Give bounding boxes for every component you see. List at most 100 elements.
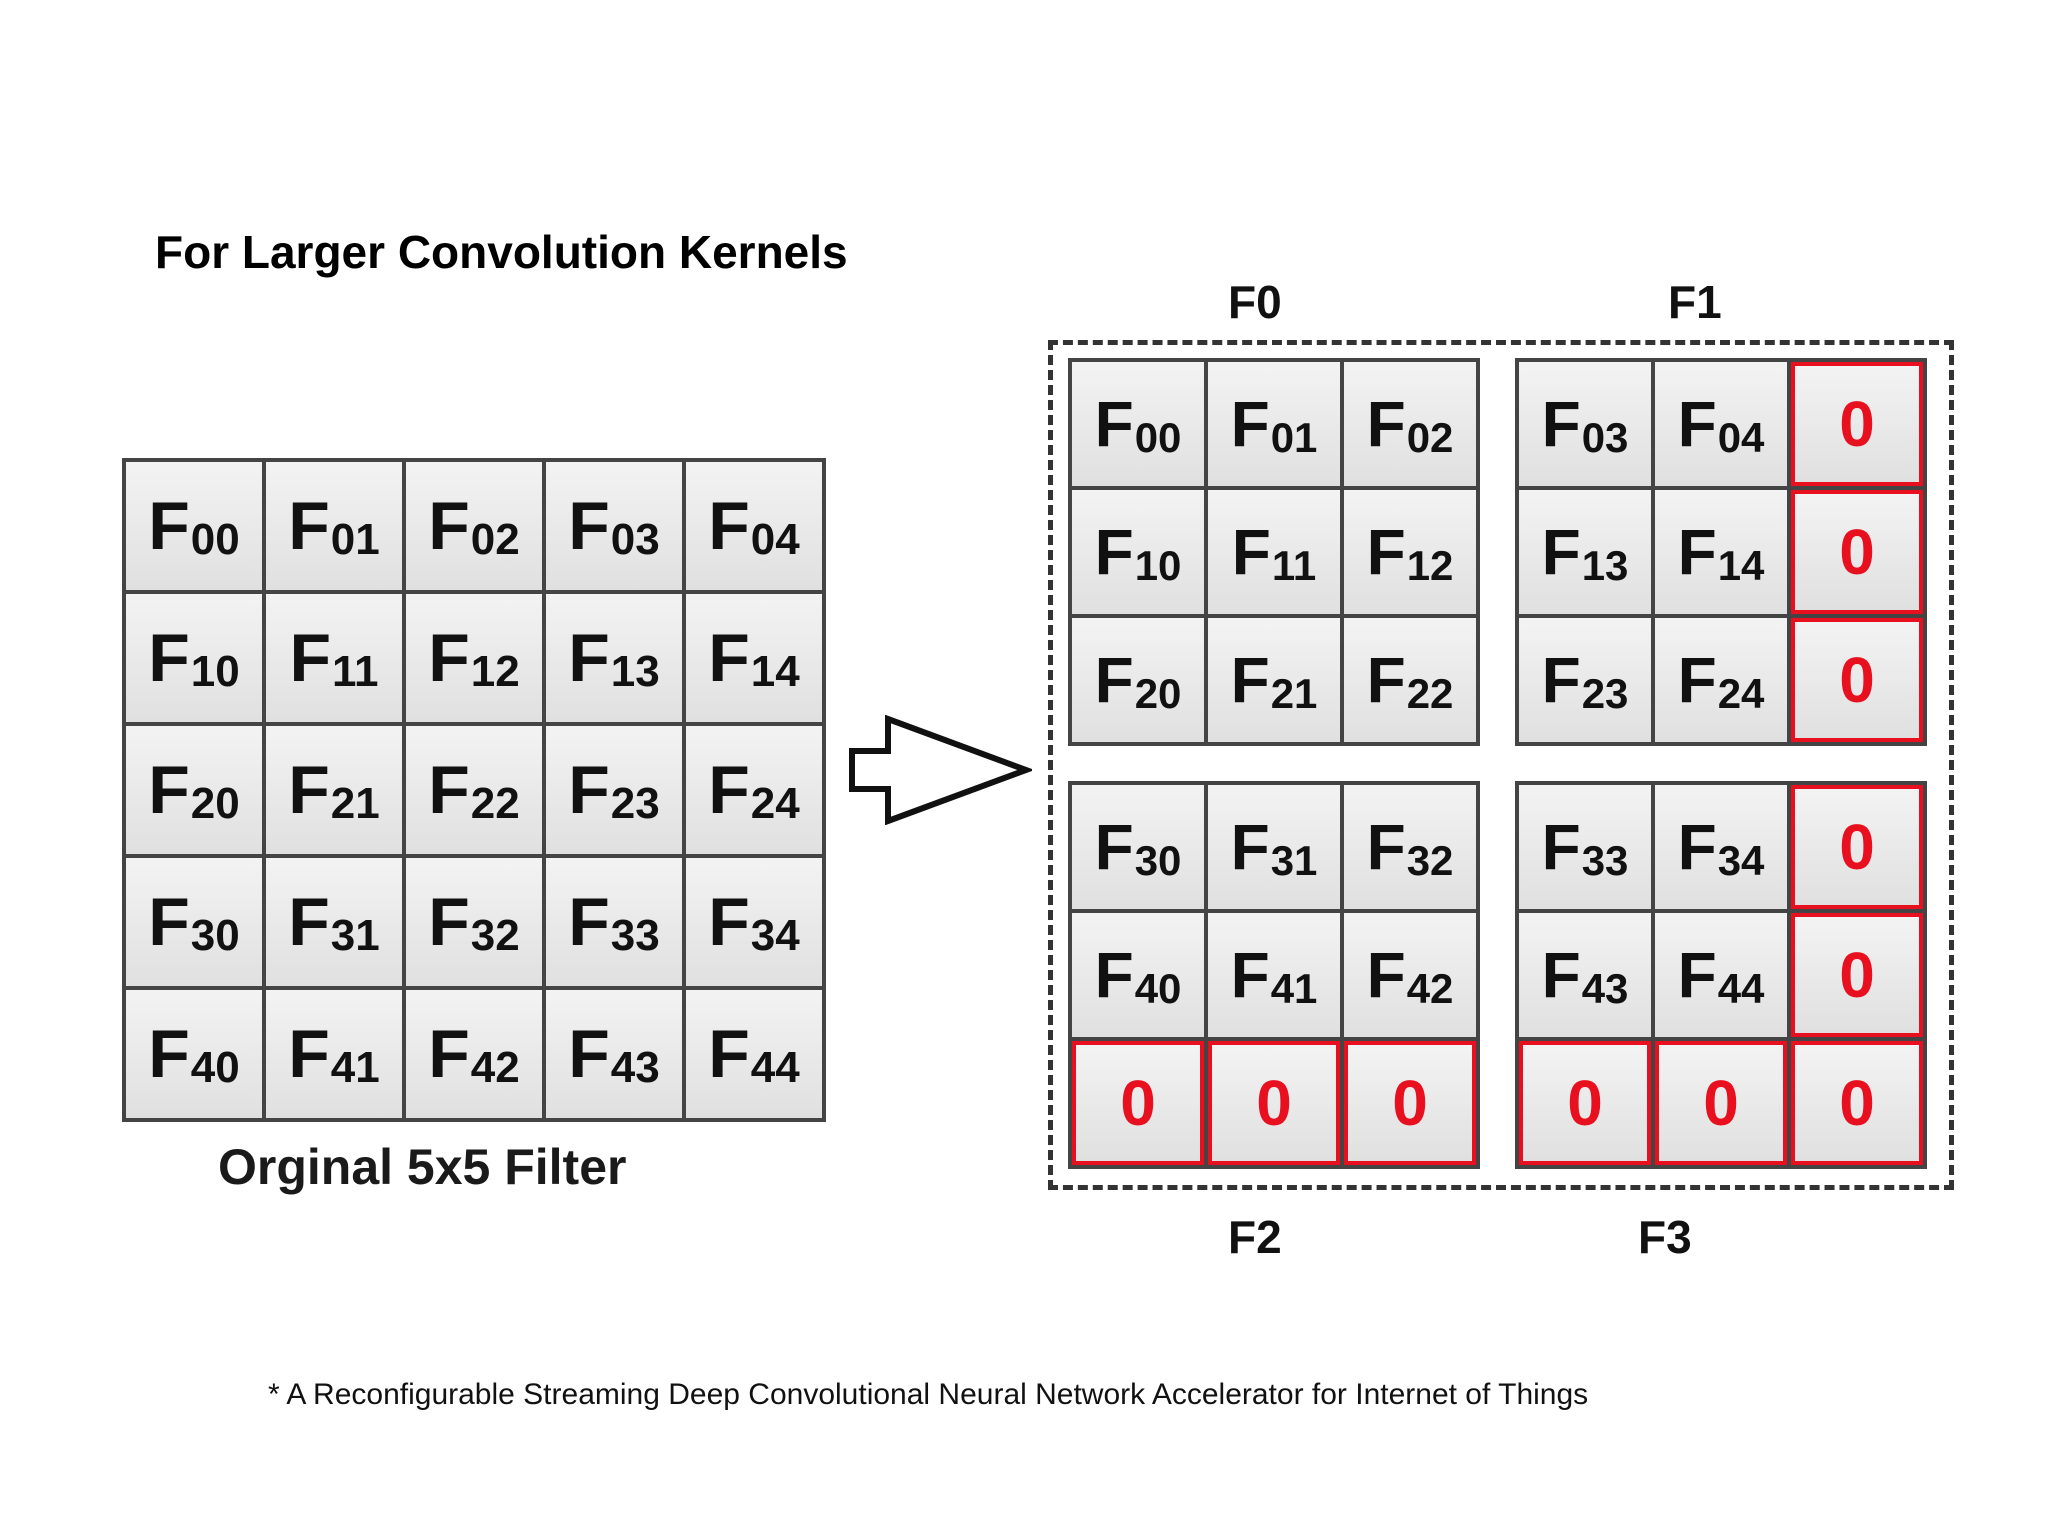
weight-index: 12 bbox=[1406, 542, 1454, 589]
weight-index: 04 bbox=[1717, 414, 1765, 461]
weight-index: 43 bbox=[610, 1043, 660, 1092]
weight-letter: F bbox=[1094, 644, 1134, 716]
weight-letter: F bbox=[1677, 644, 1717, 716]
weight-letter: F bbox=[1094, 388, 1134, 460]
weight-index: 40 bbox=[1134, 965, 1182, 1012]
weight-letter: F bbox=[1366, 939, 1406, 1011]
weight-index: 24 bbox=[750, 779, 800, 828]
zero-padding-cell: 0 bbox=[1791, 490, 1923, 614]
weight-index: 20 bbox=[190, 779, 240, 828]
weight-index: 00 bbox=[190, 515, 240, 564]
weight-index: 21 bbox=[330, 779, 380, 828]
weight-letter: F bbox=[428, 1016, 470, 1092]
weight-letter: F bbox=[428, 752, 470, 828]
weight-letter: F bbox=[1230, 939, 1270, 1011]
transform-arrow-icon bbox=[849, 715, 1032, 825]
weight-index: 41 bbox=[330, 1043, 380, 1092]
zero-padding-cell: 0 bbox=[1791, 362, 1923, 486]
zero-value: 0 bbox=[1839, 1067, 1875, 1139]
weight-letter: F bbox=[1541, 939, 1581, 1011]
zero-padding-cell: 0 bbox=[1791, 785, 1923, 909]
zero-padding-cell: 0 bbox=[1791, 618, 1923, 742]
weight-index: 02 bbox=[1406, 414, 1454, 461]
weight-index: 44 bbox=[1717, 965, 1765, 1012]
weight-letter: F bbox=[568, 620, 610, 696]
weight-index: 33 bbox=[610, 911, 660, 960]
zero-value: 0 bbox=[1839, 644, 1875, 716]
weight-letter: F bbox=[1677, 939, 1717, 1011]
zero-value: 0 bbox=[1839, 516, 1875, 588]
zero-value: 0 bbox=[1120, 1067, 1156, 1139]
weight-index: 40 bbox=[190, 1043, 240, 1092]
weight-letter: F bbox=[148, 620, 190, 696]
weight-letter: F bbox=[708, 752, 750, 828]
zero-padding-cell: 0 bbox=[1655, 1041, 1787, 1165]
weight-letter: F bbox=[568, 1016, 610, 1092]
weight-letter: F bbox=[1677, 516, 1717, 588]
weight-index: 43 bbox=[1581, 965, 1629, 1012]
weight-letter: F bbox=[148, 752, 190, 828]
zero-value: 0 bbox=[1256, 1067, 1292, 1139]
weight-letter: F bbox=[1677, 388, 1717, 460]
zero-value: 0 bbox=[1839, 939, 1875, 1011]
weight-letter: F bbox=[1094, 811, 1134, 883]
weight-letter: F bbox=[708, 884, 750, 960]
weight-index: 11 bbox=[332, 647, 379, 696]
weight-index: 21 bbox=[1270, 670, 1318, 717]
weight-letter: F bbox=[428, 488, 470, 564]
weight-letter: F bbox=[1230, 644, 1270, 716]
weight-letter: F bbox=[428, 884, 470, 960]
weight-letter: F bbox=[288, 1016, 330, 1092]
weight-index: 31 bbox=[330, 911, 380, 960]
weight-letter: F bbox=[568, 884, 610, 960]
zero-value: 0 bbox=[1839, 811, 1875, 883]
zero-value: 0 bbox=[1392, 1067, 1428, 1139]
weight-letter: F bbox=[1366, 644, 1406, 716]
weight-index: 10 bbox=[190, 647, 240, 696]
zero-padding-cell: 0 bbox=[1791, 913, 1923, 1037]
zero-value: 0 bbox=[1839, 388, 1875, 460]
weight-index: 34 bbox=[750, 911, 800, 960]
weight-index: 33 bbox=[1581, 837, 1629, 884]
weight-index: 02 bbox=[470, 515, 520, 564]
weight-index: 01 bbox=[1270, 414, 1318, 461]
weight-letter: F bbox=[1366, 388, 1406, 460]
weight-letter: F bbox=[148, 488, 190, 564]
weight-index: 22 bbox=[1406, 670, 1454, 717]
weight-letter: F bbox=[148, 884, 190, 960]
label-f2: F2 bbox=[1228, 1211, 1282, 1263]
weight-letter: F bbox=[1541, 388, 1581, 460]
weight-index: 11 bbox=[1271, 542, 1317, 589]
weight-letter: F bbox=[1230, 811, 1270, 883]
label-f1: F1 bbox=[1668, 276, 1722, 328]
weight-index: 22 bbox=[470, 779, 520, 828]
